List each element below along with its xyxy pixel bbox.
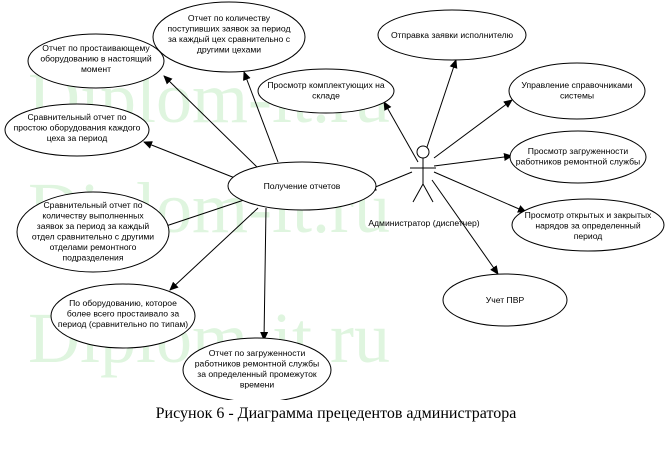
label-line: Просмотр комплектующих на	[267, 80, 385, 90]
label-accounting-pvr: Учет ПВР	[486, 295, 525, 305]
label-line: количеству выполненных	[42, 211, 144, 221]
actor-leg-right	[422, 183, 434, 203]
edge-to-rep-compare-downtime	[143, 141, 241, 181]
edge-to-rep-compare-completed	[159, 199, 245, 230]
label-line: Управление справочниками	[521, 80, 632, 90]
label-line: отдел сравнительно с другими	[32, 232, 154, 242]
use-case-rep-most-idle	[50, 283, 196, 349]
use-case-rep-compare-completed	[16, 191, 170, 273]
use-case-view-components	[257, 68, 395, 114]
label-line: период	[574, 231, 603, 241]
actor-leg-left	[412, 183, 424, 203]
label-line: заявок за период за каждый	[37, 221, 150, 231]
edge-to-view-workload	[433, 153, 513, 167]
label-line: Сравнительный отчет по	[43, 200, 142, 210]
use-case-view-orders	[511, 198, 665, 252]
label-line: Просмотр загруженности	[528, 146, 629, 156]
use-case-diagram: Diplom-it.ru Diplom-it.ru Diplom-it.ru	[4, 1, 665, 400]
label-line: времени	[240, 380, 275, 390]
label-line: Сравнительный отчет по	[27, 112, 126, 122]
label-line: работников ремонтной службы	[195, 359, 319, 369]
edge-to-view-components	[383, 101, 419, 163]
use-case-accounting-pvr	[442, 273, 568, 327]
use-case-rep-requests-period	[152, 1, 306, 73]
label-line: момент	[81, 64, 111, 74]
edge-to-accounting-pvr	[431, 179, 499, 275]
label-line: Учет ПВР	[486, 295, 525, 305]
label-line: за определенный промежуток	[197, 369, 317, 379]
use-case-central	[227, 161, 377, 211]
use-case-rep-downtime-current	[27, 33, 165, 89]
use-case-send-request	[377, 9, 527, 61]
edge-to-rep-requests-period	[243, 71, 279, 163]
label-line: более всего простаивало за	[67, 309, 180, 319]
label-line: Просмотр открытых и закрытых	[525, 210, 652, 220]
label-line: подразделения	[63, 253, 124, 263]
use-case-view-workload	[509, 130, 647, 184]
label-line: Отчет по количеству	[188, 13, 271, 23]
label-line: за каждый цех сравнительно с	[168, 34, 291, 44]
label-line: цеха за период	[47, 133, 108, 143]
label-line: нарядов за определенный	[535, 221, 640, 231]
label-line: По оборудованию, которое	[69, 298, 177, 308]
label-line: Отправка заявки исполнителю	[391, 30, 514, 40]
label-line: работников ремонтной службы	[516, 157, 640, 167]
label-central: Получение отчетов	[264, 181, 341, 191]
label-line: другими цехами	[197, 45, 261, 55]
actor-figure	[410, 145, 436, 203]
label-line: оборудованию в настоящий	[40, 54, 152, 64]
label-line: поступивших заявок за период	[168, 24, 291, 34]
edge-to-rep-workload	[260, 207, 269, 341]
actor-head	[416, 145, 430, 159]
label-line: простою оборудования каждого	[14, 123, 141, 133]
label-line: отделами ремонтного	[50, 242, 137, 252]
edge-to-rep-most-idle	[169, 207, 259, 291]
edge-to-view-orders	[433, 171, 527, 213]
use-case-rep-workload	[182, 337, 332, 400]
label-line: период (сравнительно по типам)	[58, 319, 188, 329]
edge-to-rep-downtime-current	[163, 75, 261, 171]
edge-to-manage-directories	[433, 99, 513, 159]
label-line: складе	[312, 91, 340, 101]
label-line: Отчет по загруженности	[209, 348, 306, 358]
label-send-request: Отправка заявки исполнителю	[391, 30, 514, 40]
label-line: системы	[560, 91, 594, 101]
use-case-shapes	[4, 1, 665, 400]
figure-caption: Рисунок 6 - Диаграмма прецедентов админи…	[155, 405, 517, 422]
edge-to-send-request	[425, 59, 458, 151]
actor-label: Администратор (диспетчер)	[368, 218, 479, 228]
use-case-manage-directories	[508, 62, 646, 120]
use-case-rep-compare-downtime	[4, 103, 150, 157]
label-line: Отчет по простаивающему	[42, 43, 150, 53]
